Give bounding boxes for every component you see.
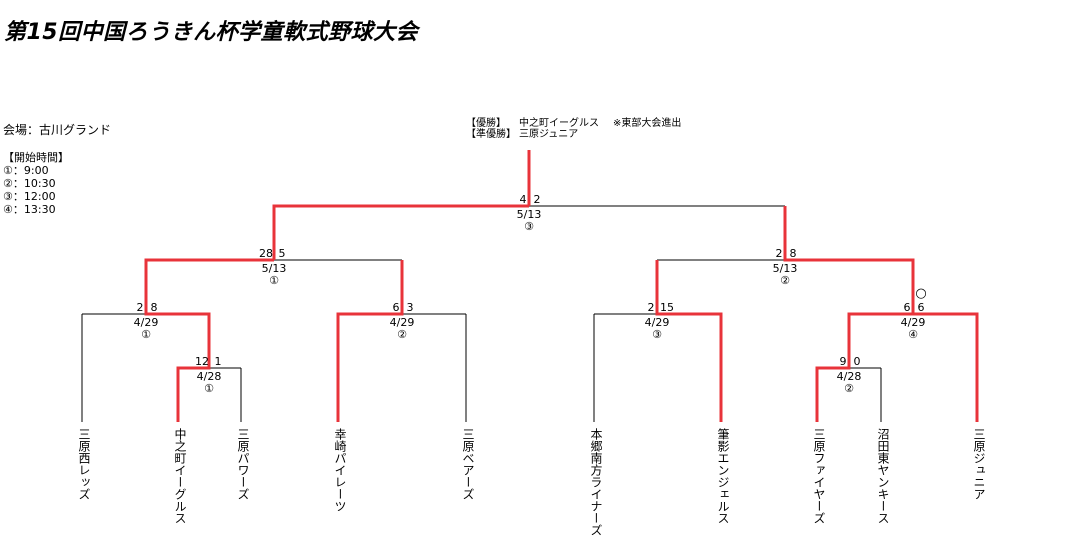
r1a-score-left: 12: [195, 355, 209, 368]
start-time-3: ③：12:00: [3, 190, 56, 203]
q3-slot: ③: [652, 328, 662, 341]
q1-score-right: 8: [151, 301, 158, 314]
bracket-lines: [81, 205, 977, 422]
final-score-right: 2: [534, 193, 541, 206]
champion-label: 【優勝】: [466, 118, 506, 129]
final-score-left: 4: [520, 193, 527, 206]
q4-mark: ○: [915, 286, 926, 301]
q4-score-left: 6: [904, 301, 911, 314]
q2-date: 4/29: [390, 316, 415, 329]
r1b-score-left: 9: [840, 355, 847, 368]
q3-score-left: 2: [648, 301, 655, 314]
q3-date: 4/29: [645, 316, 670, 329]
page-title: 第15回中国ろうきん杯学童軟式野球大会: [4, 20, 419, 45]
final-slot: ③: [524, 220, 534, 233]
start-times-heading: 【開始時間】: [3, 151, 69, 164]
team-nuta-higashi-yankees: 沼田東ヤンキース: [876, 428, 890, 524]
s1-score-right: 5: [279, 247, 286, 260]
r1a-slot: ①: [204, 382, 214, 395]
team-fudekage-angels: 筆影エンジェルス: [716, 428, 730, 524]
q1-date: 4/29: [134, 316, 159, 329]
s1-slot: ①: [269, 274, 279, 287]
q4-date: 4/29: [901, 316, 926, 329]
start-time-4: ④：13:30: [3, 203, 56, 216]
runner-up-label: 【準優勝】: [466, 129, 516, 140]
team-mihara-nishi-reds: 三原西レッズ: [77, 428, 91, 500]
r1a-date: 4/28: [197, 370, 222, 383]
result-summary: 【優勝】 中之町イーグルス ※東部大会進出 【準優勝】三原ジュニア: [466, 118, 681, 140]
r1b-score-right: 0: [854, 355, 861, 368]
r1a-score-right: 1: [215, 355, 222, 368]
s1-date: 5/13: [262, 262, 287, 275]
team-hongo-minamigata-liners: 本郷南方ライナーズ: [589, 428, 603, 536]
q1-slot: ①: [141, 328, 151, 341]
winning-path: [144, 150, 979, 422]
s2-slot: ②: [780, 274, 790, 287]
q1-score-left: 2: [137, 301, 144, 314]
s2-score-left: 2: [776, 247, 783, 260]
champion-note: ※東部大会進出: [613, 118, 682, 129]
r1b-slot: ②: [844, 382, 854, 395]
start-time-2: ②：10:30: [3, 177, 56, 190]
runner-up-team: 三原ジュニア: [519, 129, 579, 140]
r1b-date: 4/28: [837, 370, 862, 383]
start-times: 【開始時間】 ①：9:00 ②：10:30 ③：12:00 ④：13:30: [3, 151, 69, 216]
team-saizaki-pirates: 幸崎パイレーツ: [333, 428, 347, 512]
final-date: 5/13: [517, 208, 542, 221]
start-time-1: ①：9:00: [3, 164, 49, 177]
team-mihara-fires: 三原ファイヤーズ: [812, 428, 826, 524]
q2-slot: ②: [397, 328, 407, 341]
team-mihara-junior: 三原ジュニア: [972, 428, 986, 500]
s2-date: 5/13: [773, 262, 798, 275]
team-nakanomachi-eagles: 中之町イーグルス: [173, 428, 187, 524]
q2-score-right: 3: [407, 301, 414, 314]
venue-label: 会場：古川グランド: [3, 123, 112, 137]
s2-score-right: 8: [790, 247, 797, 260]
team-mihara-bears: 三原ベアーズ: [461, 428, 475, 500]
team-mihara-powers: 三原パワーズ: [236, 428, 250, 500]
q3-score-right: 15: [660, 301, 674, 314]
s1-score-left: 28: [259, 247, 273, 260]
q4-slot: ④: [908, 328, 918, 341]
champion-team: 中之町イーグルス: [519, 118, 599, 129]
q4-score-right: 6: [918, 301, 925, 314]
q2-score-left: 6: [393, 301, 400, 314]
